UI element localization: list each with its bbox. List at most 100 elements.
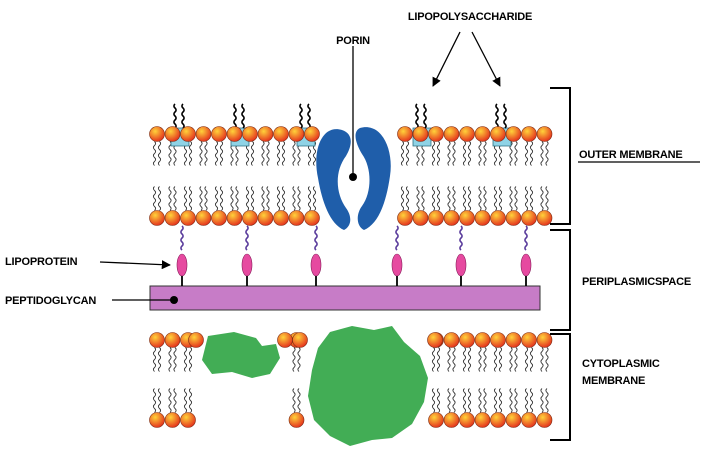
lipid-tail [173, 186, 177, 211]
lipid-head [459, 126, 475, 142]
lipid-head [242, 126, 258, 142]
lipid-tail [467, 388, 472, 413]
lipid-head [164, 412, 181, 428]
lps-chain [415, 103, 419, 129]
lipoprotein-linker [314, 225, 318, 251]
lipid-head [536, 412, 553, 428]
lipopolysaccharide-label: LIPOPOLYSACCHARIDE [408, 11, 532, 23]
lipid-tail [400, 141, 405, 166]
lipid-head [443, 412, 460, 428]
lipid-tail [462, 186, 467, 211]
lipid-head [505, 126, 522, 142]
lipid-head [505, 332, 522, 348]
lipid-head [195, 126, 212, 142]
lipid-head [273, 210, 289, 226]
lipoprotein-label: LIPOPROTEIN [5, 256, 78, 268]
lipid-tail [188, 347, 193, 372]
lipid-tail [514, 141, 518, 166]
lipid-head [428, 126, 444, 142]
lipid-tail [493, 186, 498, 211]
lipid-head [164, 210, 181, 226]
lipid-tail [498, 388, 503, 413]
lipid-tail [431, 186, 436, 211]
lipid-tail [214, 141, 219, 166]
lipid-head [459, 332, 475, 348]
lipid-head [459, 210, 475, 226]
lipid-tail [204, 141, 208, 166]
lipid-tail [509, 347, 513, 372]
lipoprotein-linker [524, 225, 528, 251]
lipid-head [521, 332, 537, 348]
lipid-head [304, 210, 320, 226]
lipid-head [288, 412, 305, 428]
lipid-tail [152, 186, 157, 211]
lipid-head [226, 210, 243, 226]
lps-chain [503, 103, 507, 129]
lipoprotein-body [241, 253, 253, 277]
lipid-tail [436, 388, 441, 413]
cytoplasmic-membrane-label-line1: CYTOPLASMIC [582, 358, 660, 370]
lipid-head [490, 210, 506, 226]
lipid-tail [183, 388, 188, 413]
lipid-tail [452, 141, 456, 166]
lipid-tail [188, 141, 193, 166]
lipid-tail [245, 186, 250, 211]
lipid-tail [524, 347, 529, 372]
lps-chain [233, 103, 237, 129]
lipid-tail [514, 186, 518, 211]
lipid-tail [478, 141, 482, 166]
lipid-tail [400, 186, 405, 211]
lps-chain [241, 103, 245, 129]
lipid-head [474, 412, 491, 428]
lipid-tail [467, 141, 472, 166]
lps-chain [173, 103, 177, 129]
lipid-tail [462, 388, 467, 413]
lipid-tail [152, 141, 157, 166]
lipid-head [292, 332, 308, 348]
lipid-tail [276, 141, 281, 166]
lipid-head [397, 210, 413, 226]
lipid-tail [540, 347, 544, 372]
lipid-tail [292, 388, 296, 413]
lipoprotein-linker [245, 225, 249, 251]
lipid-head [149, 210, 165, 226]
lipid-tail [529, 186, 534, 211]
lipid-tail [514, 388, 518, 413]
lipid-head [536, 210, 553, 226]
lipoprotein-body [391, 253, 403, 277]
lps-chain [423, 103, 427, 129]
lipid-tail [436, 347, 441, 372]
lipid-head [490, 126, 506, 142]
lipid-tail [431, 347, 436, 372]
lipid-tail [276, 186, 281, 211]
lipid-tail [509, 186, 513, 211]
lipid-tail [297, 186, 301, 211]
membrane-protein-small [202, 332, 280, 378]
peptidoglycan-layer [149, 285, 541, 311]
lipid-tail [152, 347, 157, 372]
lipid-head [149, 126, 165, 142]
lipid-head [257, 126, 274, 142]
lipid-tail [431, 141, 436, 166]
lipid-tail [483, 388, 487, 413]
lipid-tail [498, 186, 503, 211]
lipoprotein-linker [395, 225, 399, 251]
lipid-tail [219, 186, 224, 211]
lipid-tail [405, 186, 410, 211]
lipid-tail [199, 186, 203, 211]
periplasmic-space-label: PERIPLASMICSPACE [582, 276, 691, 288]
porin-protein [316, 127, 391, 230]
lipid-tail [157, 186, 162, 211]
lipid-tail [168, 347, 172, 372]
lipid-tail [261, 141, 265, 166]
lps-chain [181, 103, 185, 129]
lipid-tail [188, 186, 193, 211]
lipid-head [505, 210, 522, 226]
lipid-head [304, 126, 320, 142]
lipid-tail [529, 141, 534, 166]
lipid-head [428, 210, 444, 226]
lipid-head [149, 332, 165, 348]
lipid-tail [281, 141, 286, 166]
lipid-tail [183, 347, 188, 372]
lipid-tail [307, 186, 312, 211]
